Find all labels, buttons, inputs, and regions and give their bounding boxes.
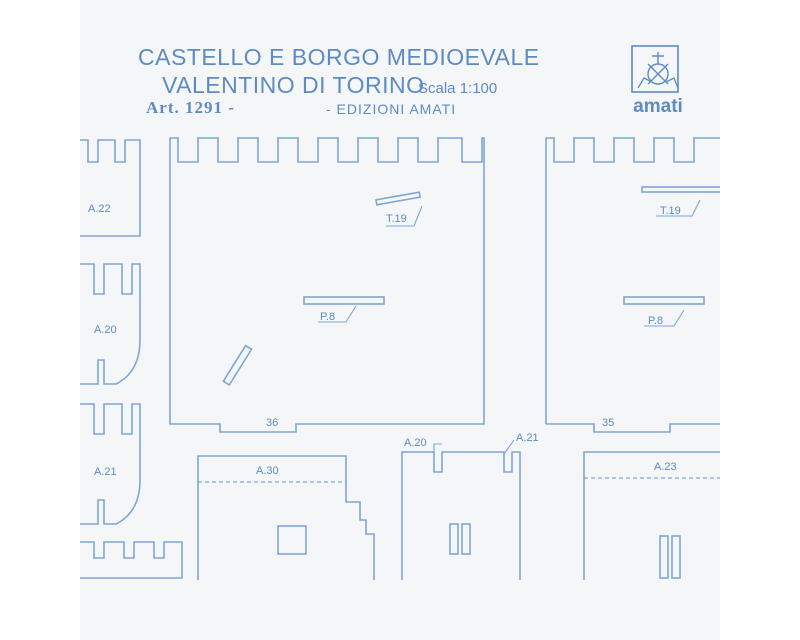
label-a20-middle: A.20 bbox=[404, 437, 427, 449]
piece-a20-outline bbox=[80, 263, 141, 385]
wall-panel-35-outline bbox=[545, 137, 720, 433]
label-p8-right: P.8 bbox=[648, 315, 663, 327]
printed-sheet: A.22 A.20 A.21 T.19 P.8 36 T.19 P.8 35 A… bbox=[80, 0, 720, 640]
title-line-1: CASTELLO E BORGO MEDIOEVALE bbox=[138, 44, 540, 70]
piece-a22-outline bbox=[80, 139, 141, 237]
label-a23: A.23 bbox=[654, 461, 677, 473]
label-number-35: 35 bbox=[602, 417, 614, 429]
label-a30: A.30 bbox=[256, 465, 279, 477]
scale-label: Scala 1:100 bbox=[418, 80, 498, 97]
label-a22: A.22 bbox=[88, 203, 111, 215]
piece-bottom-left-outline bbox=[80, 541, 183, 579]
label-a20-left: A.20 bbox=[94, 324, 117, 336]
label-t19-right: T.19 bbox=[660, 205, 681, 217]
label-a21-left: A.21 bbox=[94, 466, 117, 478]
piece-a20-a21-outline bbox=[401, 451, 521, 580]
logo-text: amati bbox=[633, 96, 683, 117]
title-line-2: VALENTINO DI TORINO bbox=[162, 72, 425, 98]
label-t19-left: T.19 bbox=[386, 213, 407, 225]
piece-a30-outline bbox=[197, 455, 375, 580]
amati-logo: amati bbox=[626, 44, 690, 118]
edition-label: - EDIZIONI AMATI bbox=[326, 101, 457, 117]
wall-panel-36-outline bbox=[169, 137, 485, 433]
article-number: Art. 1291 - bbox=[146, 98, 235, 117]
plan-drawing: A.22 A.20 A.21 T.19 P.8 36 T.19 P.8 35 A… bbox=[80, 137, 720, 580]
label-p8-left: P.8 bbox=[320, 311, 335, 323]
label-a21-middle: A.21 bbox=[516, 432, 539, 444]
knight-on-horse-icon bbox=[631, 45, 679, 93]
piece-a23-outline bbox=[583, 451, 720, 580]
piece-a21-outline bbox=[80, 403, 141, 525]
label-number-36: 36 bbox=[266, 417, 278, 429]
